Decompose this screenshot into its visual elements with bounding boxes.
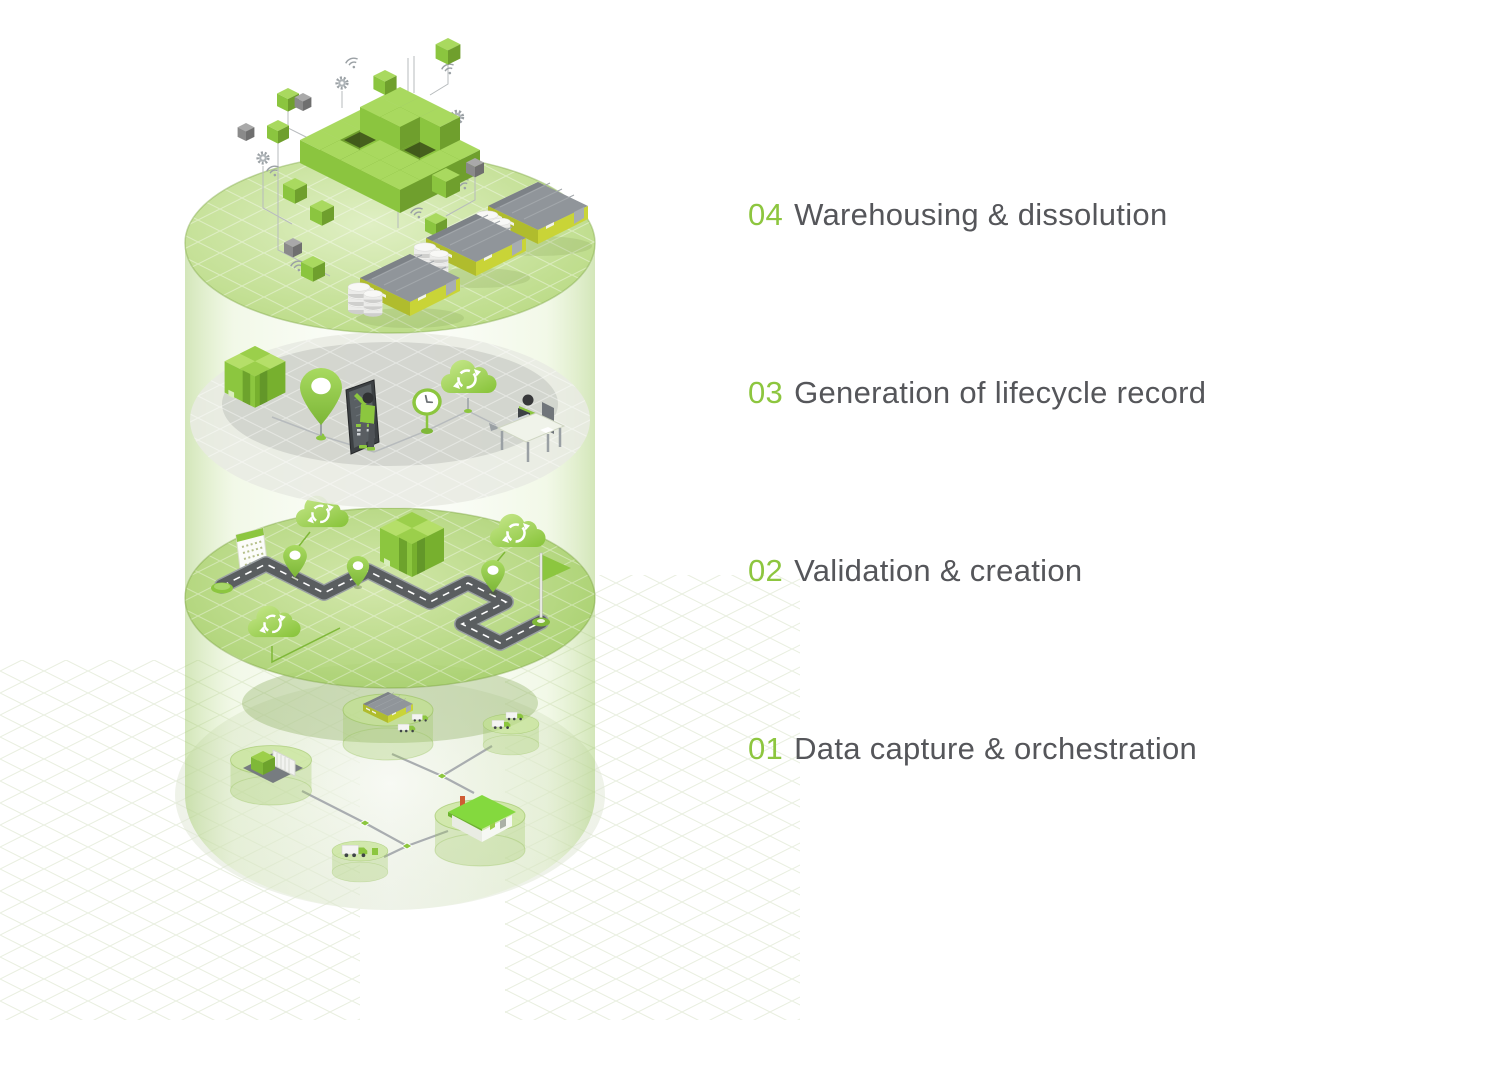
step-title: Validation & creation [794,553,1083,588]
step-number: 04 [748,197,784,232]
step-number: 03 [748,375,784,410]
step-number: 02 [748,553,784,588]
step-label-02: 02 Validation & creation [748,553,1082,589]
step-label-01: 01 Data capture & orchestration [748,731,1197,767]
step-title: Warehousing & dissolution [794,197,1168,232]
step-label-03: 03 Generation of lifecycle record [748,375,1206,411]
step-number: 01 [748,731,784,766]
step-title: Generation of lifecycle record [794,375,1207,410]
step-title: Data capture & orchestration [794,731,1198,766]
step-label-04: 04 Warehousing & dissolution [748,197,1167,233]
